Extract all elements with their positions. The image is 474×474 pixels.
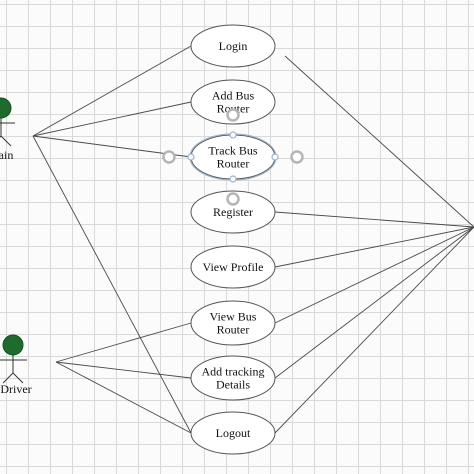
association-user-register[interactable] [274, 211, 474, 228]
connection-handle[interactable] [226, 108, 240, 122]
selection-track-bus-router [162, 108, 304, 206]
use-case-label: Add Bus [212, 89, 255, 103]
resize-handle[interactable] [229, 131, 237, 139]
association-admin-logout[interactable] [32, 135, 192, 434]
association-user-login[interactable] [284, 55, 474, 228]
actor-head [2, 334, 24, 356]
association-driver-add-tracking-details[interactable] [55, 361, 192, 379]
use-case-ellipse[interactable] [190, 24, 276, 68]
actor-leg [12, 372, 24, 384]
use-case-label: View Bus [210, 310, 257, 324]
resize-handle[interactable] [187, 153, 195, 161]
connection-handle[interactable] [162, 150, 176, 164]
resize-handle[interactable] [271, 153, 279, 161]
use-case-ellipse[interactable] [190, 300, 276, 346]
association-user-view-profile[interactable] [274, 226, 474, 268]
use-case-ellipse[interactable] [190, 245, 276, 289]
association-user-logout[interactable] [274, 226, 474, 434]
connection-handle[interactable] [226, 192, 240, 206]
use-case-ellipse[interactable] [190, 79, 276, 125]
use-case-label: Register [213, 205, 253, 219]
use-case-ellipse[interactable] [190, 190, 276, 234]
connection-handle[interactable] [290, 150, 304, 164]
use-case-label: Details [216, 378, 250, 392]
use-case-label: Login [219, 39, 248, 53]
actor-driver[interactable]: Driver [0, 334, 32, 396]
association-driver-view-bus-router[interactable] [55, 322, 192, 363]
use-case-ellipse[interactable] [190, 411, 276, 455]
selection-handles [162, 108, 304, 206]
use-case-label: Router [217, 157, 250, 171]
association-driver-logout[interactable] [55, 361, 192, 434]
use-case-login[interactable]: Login [190, 24, 276, 68]
association-user-add-tracking-details[interactable] [274, 226, 474, 379]
use-case-register[interactable]: Register [190, 190, 276, 234]
use-case-label: Track Bus [208, 144, 258, 158]
use-case-label: Logout [216, 426, 251, 440]
actor-label: ain [0, 148, 13, 162]
actor-head [0, 97, 12, 119]
use-case-label: Router [217, 323, 250, 337]
actor-admin[interactable]: ain [0, 97, 15, 162]
actor-leg [0, 135, 2, 138]
use-case-label: Add tracking [202, 365, 265, 379]
actor-leg [2, 372, 14, 384]
association-admin-login[interactable] [32, 45, 192, 137]
use-case-view-profile[interactable]: View Profile [190, 245, 276, 289]
use-case-label: View Profile [203, 260, 264, 274]
actor-leg [0, 135, 12, 147]
use-case-logout[interactable]: Logout [190, 411, 276, 455]
use-case-ellipse[interactable] [190, 355, 276, 401]
actor-label: Driver [0, 382, 31, 396]
resize-handle[interactable] [229, 175, 237, 183]
association-admin-add-bus-router[interactable] [32, 101, 192, 137]
association-lines [32, 45, 474, 434]
association-user-view-bus-router[interactable] [274, 226, 474, 324]
